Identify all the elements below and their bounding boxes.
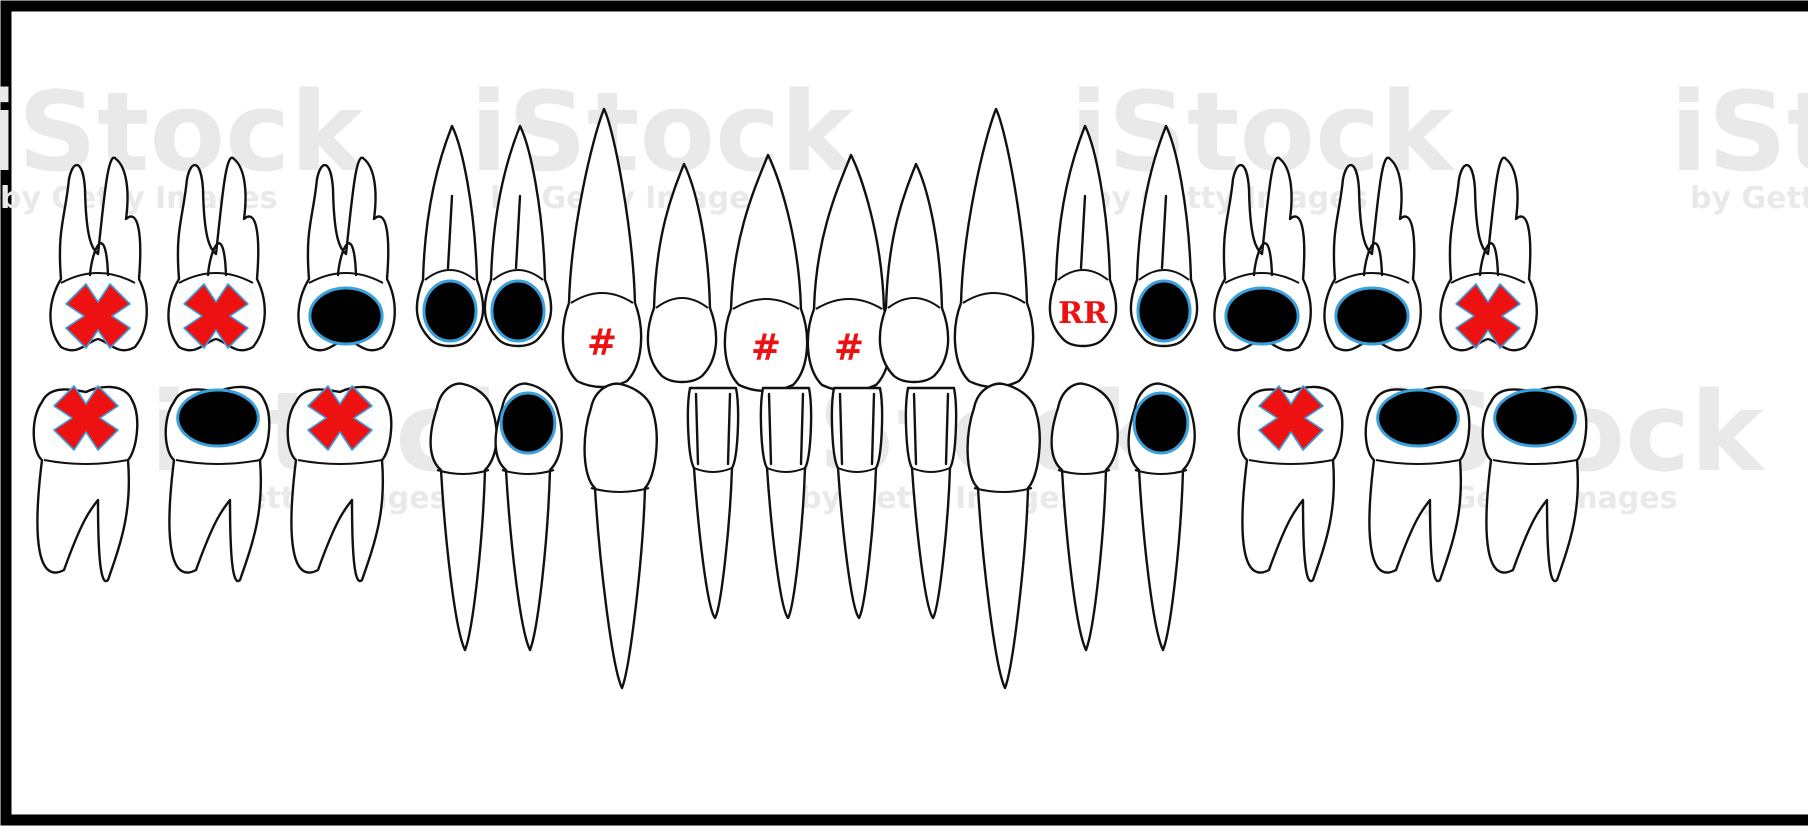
filling-marker	[1495, 390, 1576, 446]
watermark-brand: iStock	[0, 68, 366, 196]
filling-marker	[178, 390, 259, 446]
filling-marker	[492, 281, 544, 341]
filling-marker	[1138, 281, 1190, 341]
tooth-label-marker: #	[587, 322, 617, 364]
filling-marker	[501, 393, 555, 453]
watermark-brand: iStock	[1670, 68, 1808, 196]
filling-marker	[1378, 390, 1459, 446]
tooth-label-marker: #	[751, 327, 781, 369]
filling-marker	[1336, 288, 1408, 344]
tooth-label-marker: #	[834, 327, 864, 369]
filling-marker	[424, 281, 476, 341]
filling-marker	[1226, 288, 1298, 344]
filling-marker	[1134, 393, 1188, 453]
watermark-byline: by Getty Images	[1690, 181, 1808, 216]
filling-marker	[310, 288, 382, 344]
tooth-label-marker: RR	[1058, 296, 1109, 331]
